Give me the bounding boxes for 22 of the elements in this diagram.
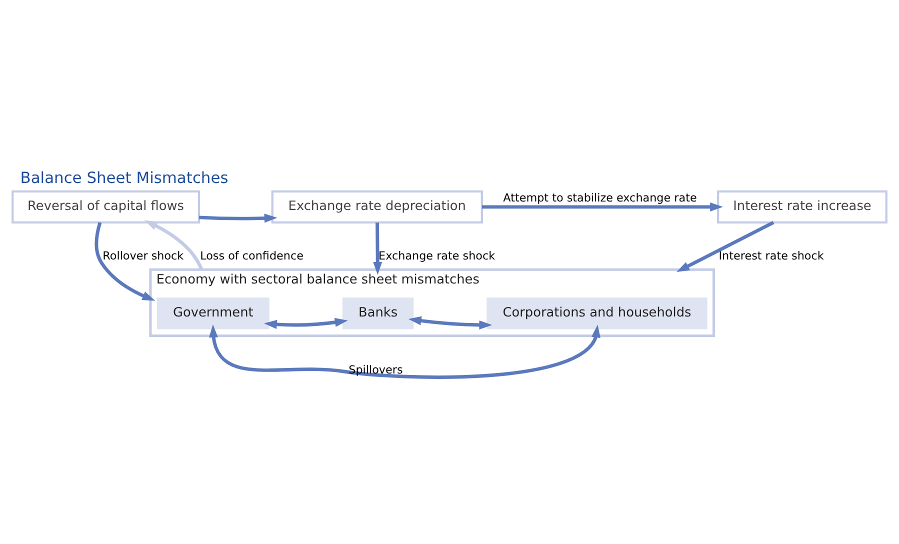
edge-label: Rollover shock — [102, 249, 184, 262]
node-box: Interest rate increase — [717, 190, 888, 223]
arrow — [676, 220, 774, 272]
arrow — [94, 222, 156, 300]
node-box: Exchange rate depreciation — [271, 190, 483, 223]
arrow — [198, 213, 278, 222]
edge-label: Interest rate shock — [718, 249, 824, 262]
arrow — [144, 220, 204, 270]
arrow — [373, 222, 382, 274]
node-box: Corporations and households — [486, 297, 708, 329]
node-box: Reversal of capital flows — [12, 190, 200, 223]
arrow — [208, 324, 600, 378]
node-box: Government — [156, 297, 270, 329]
arrow — [408, 316, 492, 329]
node-box: Banks — [342, 297, 414, 329]
edge-label: Attempt to stabilize exchange rate — [503, 190, 697, 204]
arrow — [482, 202, 724, 211]
edge-label: Loss of confidence — [200, 249, 304, 262]
edge-label: Spillovers — [348, 362, 403, 376]
diagram-title: Balance Sheet Mismatches — [20, 168, 228, 187]
edge-label: Exchange rate shock — [378, 249, 496, 262]
arrow — [264, 317, 348, 328]
